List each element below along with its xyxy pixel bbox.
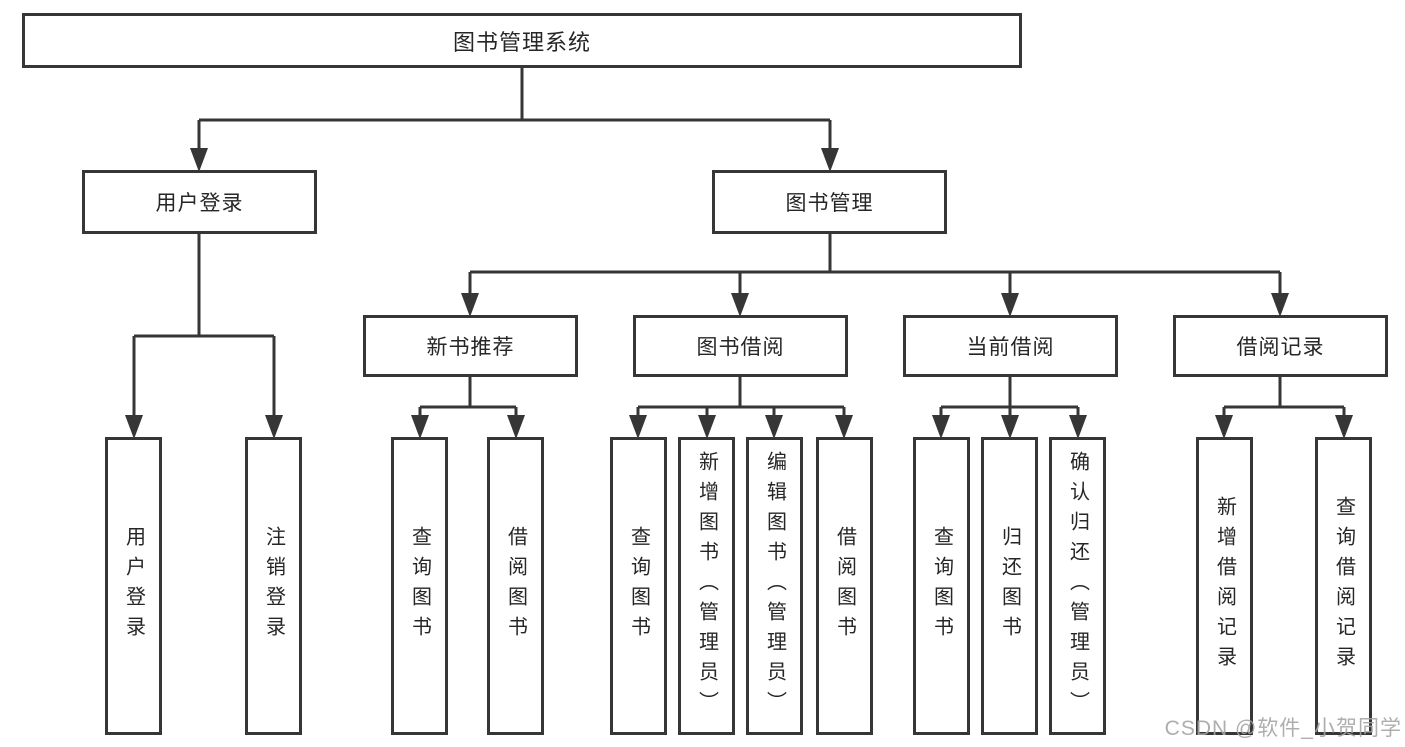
node-label: 借阅记录: [1236, 336, 1325, 359]
leaf-label: 注销登录: [262, 526, 285, 646]
node-label: 图书管理: [785, 192, 874, 215]
node-label: 当前借阅: [966, 336, 1055, 359]
node-label: 图书借阅: [696, 336, 785, 359]
node-root-library-management-system: 图书管理系统: [22, 13, 1022, 68]
leaf-return-books: 归还图书: [981, 437, 1038, 735]
leaf-borrow-books: 借阅图书: [816, 437, 873, 735]
leaf-confirm-return-admin: 确认归还（管理员）: [1049, 437, 1106, 735]
leaf-label: 编辑图书（管理员）: [763, 451, 786, 721]
leaf-query-books-recommend: 查询图书: [391, 437, 448, 735]
leaf-query-books-current: 查询图书: [913, 437, 970, 735]
node-book-management: 图书管理: [712, 170, 947, 234]
leaf-label: 借阅图书: [833, 526, 856, 646]
node-label: 新书推荐: [426, 336, 515, 359]
leaf-label: 查询图书: [408, 526, 431, 646]
leaf-label: 查询图书: [930, 526, 953, 646]
leaf-query-borrow-record: 查询借阅记录: [1315, 437, 1372, 735]
node-book-borrow: 图书借阅: [633, 315, 848, 377]
node-label: 用户登录: [155, 192, 244, 215]
node-current-borrow: 当前借阅: [903, 315, 1118, 377]
leaf-add-borrow-record: 新增借阅记录: [1196, 437, 1253, 735]
leaf-user-login: 用户登录: [105, 437, 162, 735]
leaf-label: 确认归还（管理员）: [1066, 451, 1089, 721]
leaf-label: 借阅图书: [504, 526, 527, 646]
node-new-book-recommend: 新书推荐: [363, 315, 578, 377]
leaf-label: 查询图书: [627, 526, 650, 646]
leaf-label: 新增图书（管理员）: [695, 451, 718, 721]
node-label: 图书管理系统: [452, 29, 591, 55]
leaf-logout: 注销登录: [245, 437, 302, 735]
leaf-label: 新增借阅记录: [1213, 496, 1236, 676]
leaf-borrow-books-recommend: 借阅图书: [487, 437, 544, 735]
leaf-add-books-admin: 新增图书（管理员）: [678, 437, 735, 735]
leaf-label: 查询借阅记录: [1332, 496, 1355, 676]
leaf-edit-books-admin: 编辑图书（管理员）: [746, 437, 803, 735]
node-user-login: 用户登录: [82, 170, 317, 234]
csdn-watermark: CSDN @软件_小贺同学: [1164, 717, 1402, 740]
leaf-label: 归还图书: [998, 526, 1021, 646]
leaf-query-books-borrow: 查询图书: [610, 437, 667, 735]
arrowheads: [125, 148, 1353, 439]
leaf-label: 用户登录: [122, 526, 145, 646]
node-borrow-record: 借阅记录: [1173, 315, 1388, 377]
